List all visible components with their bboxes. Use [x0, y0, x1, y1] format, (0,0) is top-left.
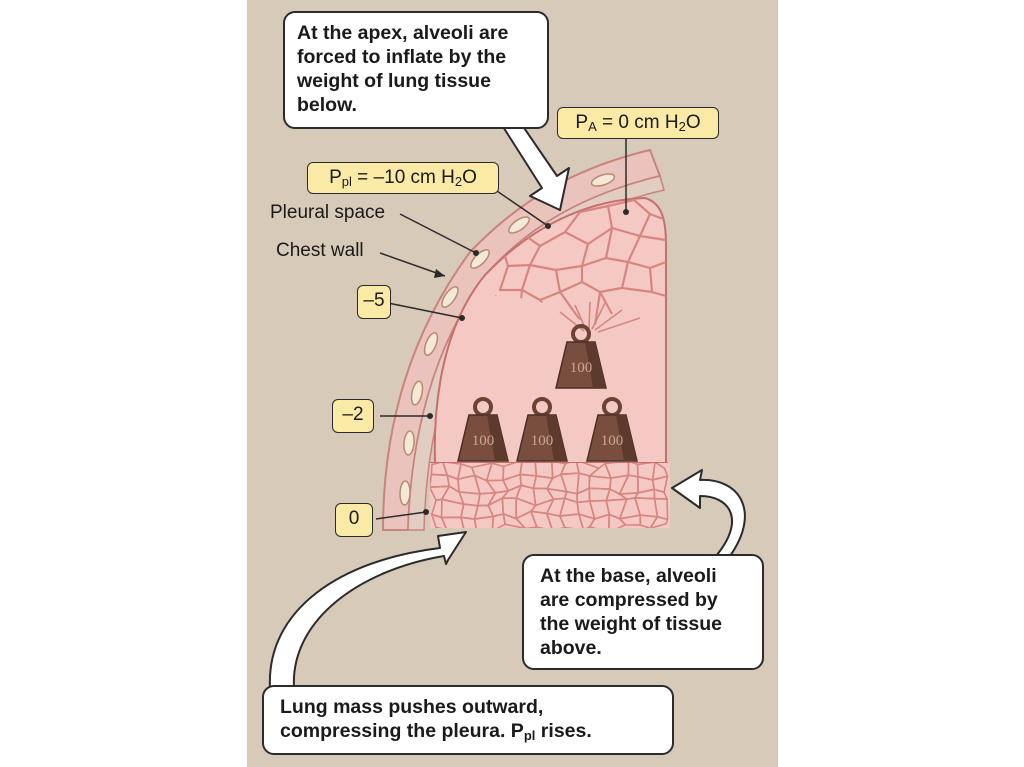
weight-middle: 100: [516, 397, 568, 462]
weight-top: 100: [555, 324, 607, 389]
pleura-callout-line2: compressing the pleura. Ppl rises.: [280, 720, 592, 743]
weight-left-label: 100: [472, 433, 495, 449]
pressure-minus2-label: –2: [332, 399, 374, 433]
weight-top-label: 100: [570, 360, 593, 376]
pressure-minus5-label: –5: [357, 285, 391, 319]
weight-right: 100: [586, 397, 638, 462]
leader-dots: [423, 209, 629, 515]
pleural-space-label: Pleural space: [270, 202, 386, 223]
apex-arrow: [499, 121, 570, 211]
weight-right-label: 100: [601, 433, 624, 449]
chest-wall-label: Chest wall: [276, 240, 364, 261]
weights: 100 100 100 100: [457, 324, 638, 462]
weight-left: 100: [457, 397, 509, 462]
pleural-pressure-label: Ppl = –10 cm H2O: [307, 162, 499, 194]
pressure-zero-label: 0: [335, 503, 373, 537]
base-callout: At the base, alveoli are compressed by t…: [522, 554, 764, 670]
pleura-callout-line1: Lung mass pushes outward,: [280, 696, 544, 718]
base-arrow: [671, 469, 746, 557]
weight-middle-label: 100: [531, 433, 554, 449]
pleura-arrow: [268, 531, 467, 689]
pleura-callout: Lung mass pushes outward, compressing th…: [262, 685, 674, 755]
apex-callout-text: At the apex, alveoli are forced to infla…: [297, 22, 509, 116]
base-callout-text: At the base, alveoli are compressed by t…: [540, 565, 723, 659]
apex-callout: At the apex, alveoli are forced to infla…: [283, 11, 549, 129]
alveolar-pressure-label: PA = 0 cm H2O: [557, 107, 719, 139]
base-alveoli: [430, 462, 670, 528]
